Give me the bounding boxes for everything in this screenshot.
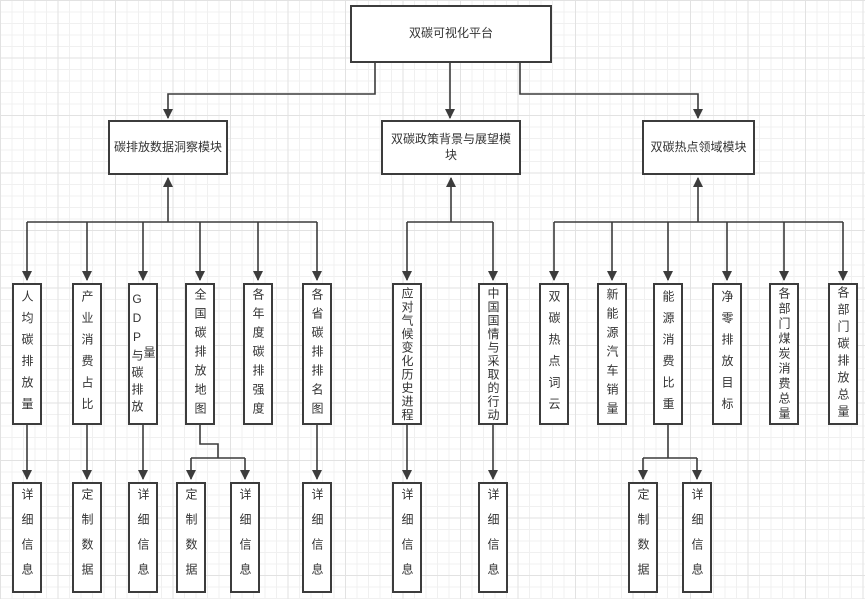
child-provincial-emission-ranking[interactable]: 各省碳排排名图 xyxy=(302,283,332,425)
child-gdp-vs-emissions[interactable]: GDP与碳排放量 xyxy=(128,283,158,425)
node-label: 双碳政策背景与展望模块 xyxy=(390,131,511,162)
node-root-platform[interactable]: 双碳可视化平台 xyxy=(350,5,552,63)
node-label: 详细信息 xyxy=(690,487,704,588)
node-label: 各年度碳排强度 xyxy=(251,287,265,421)
leaf-custom-data[interactable]: 定制数据 xyxy=(176,482,206,593)
child-nev-sales[interactable]: 新能源汽车销量 xyxy=(597,283,627,425)
leaf-detail-info[interactable]: 详细信息 xyxy=(12,482,42,593)
leaf-detail-info[interactable]: 详细信息 xyxy=(478,482,508,593)
node-label: 详细信息 xyxy=(136,487,150,588)
leaf-detail-info[interactable]: 详细信息 xyxy=(230,482,260,593)
child-net-zero-targets[interactable]: 净零排放目标 xyxy=(712,283,742,425)
child-national-emission-map[interactable]: 全国碳排放地图 xyxy=(185,283,215,425)
node-label: 定制数据 xyxy=(184,487,198,588)
leaf-custom-data[interactable]: 定制数据 xyxy=(72,482,102,593)
node-label: 产业消费占比 xyxy=(80,289,94,419)
node-label: 各省碳排排名图 xyxy=(310,287,324,421)
child-per-capita-emissions[interactable]: 人均碳排放量 xyxy=(12,283,42,425)
node-label: 碳排放数据洞察模块 xyxy=(114,139,223,154)
module-policy-background-outlook[interactable]: 双碳政策背景与展望模块 xyxy=(381,120,521,175)
node-label: 详细信息 xyxy=(400,487,414,588)
module-hotspot-fields[interactable]: 双碳热点领域模块 xyxy=(642,120,755,175)
node-label: 详细信息 xyxy=(310,487,324,588)
edge-root-m1 xyxy=(163,63,376,119)
node-label: 双碳热点领域模块 xyxy=(650,139,747,154)
node-label: 详细信息 xyxy=(238,487,252,588)
node-label: 各部门碳排放总量 xyxy=(836,286,850,422)
node-label: 详细信息 xyxy=(486,487,500,588)
node-label: 定制数据 xyxy=(636,487,650,588)
node-label: 净零排放目标 xyxy=(720,289,734,419)
node-label: GDP与碳排放量 xyxy=(130,291,156,417)
node-label: 中国国情与采取的行动 xyxy=(486,286,500,422)
node-label: 人均碳排放量 xyxy=(20,289,34,419)
node-label: 各部门煤炭消费总量 xyxy=(777,286,791,422)
node-label: 定制数据 xyxy=(80,487,94,588)
node-label: 能源消费比重 xyxy=(661,289,675,419)
edge-root-m3 xyxy=(519,63,703,119)
child-energy-consumption-share[interactable]: 能源消费比重 xyxy=(653,283,683,425)
child-climate-change-history[interactable]: 应对气候变化历史进程 xyxy=(392,283,422,425)
module-carbon-emission-data-insight[interactable]: 碳排放数据洞察模块 xyxy=(108,120,228,175)
child-china-situation-actions[interactable]: 中国国情与采取的行动 xyxy=(478,283,508,425)
leaf-detail-info[interactable]: 详细信息 xyxy=(392,482,422,593)
child-annual-emission-intensity[interactable]: 各年度碳排强度 xyxy=(243,283,273,425)
leaf-detail-info[interactable]: 详细信息 xyxy=(128,482,158,593)
leaf-detail-info[interactable]: 详细信息 xyxy=(682,482,712,593)
child-sector-carbon-emissions[interactable]: 各部门碳排放总量 xyxy=(828,283,858,425)
child-industry-consumption-share[interactable]: 产业消费占比 xyxy=(72,283,102,425)
node-label: 全国碳排放地图 xyxy=(193,287,207,421)
child-hot-word-cloud[interactable]: 双碳热点词云 xyxy=(539,283,569,425)
node-label: 双碳热点词云 xyxy=(547,289,561,419)
node-label: 双碳可视化平台 xyxy=(408,26,493,41)
node-label: 详细信息 xyxy=(20,487,34,588)
leaf-detail-info[interactable]: 详细信息 xyxy=(302,482,332,593)
leaf-custom-data[interactable]: 定制数据 xyxy=(628,482,658,593)
edge-leaf-split xyxy=(199,425,219,458)
child-sector-coal-consumption[interactable]: 各部门煤炭消费总量 xyxy=(769,283,799,425)
node-label: 新能源汽车销量 xyxy=(605,287,619,421)
node-label: 应对气候变化历史进程 xyxy=(400,286,414,422)
